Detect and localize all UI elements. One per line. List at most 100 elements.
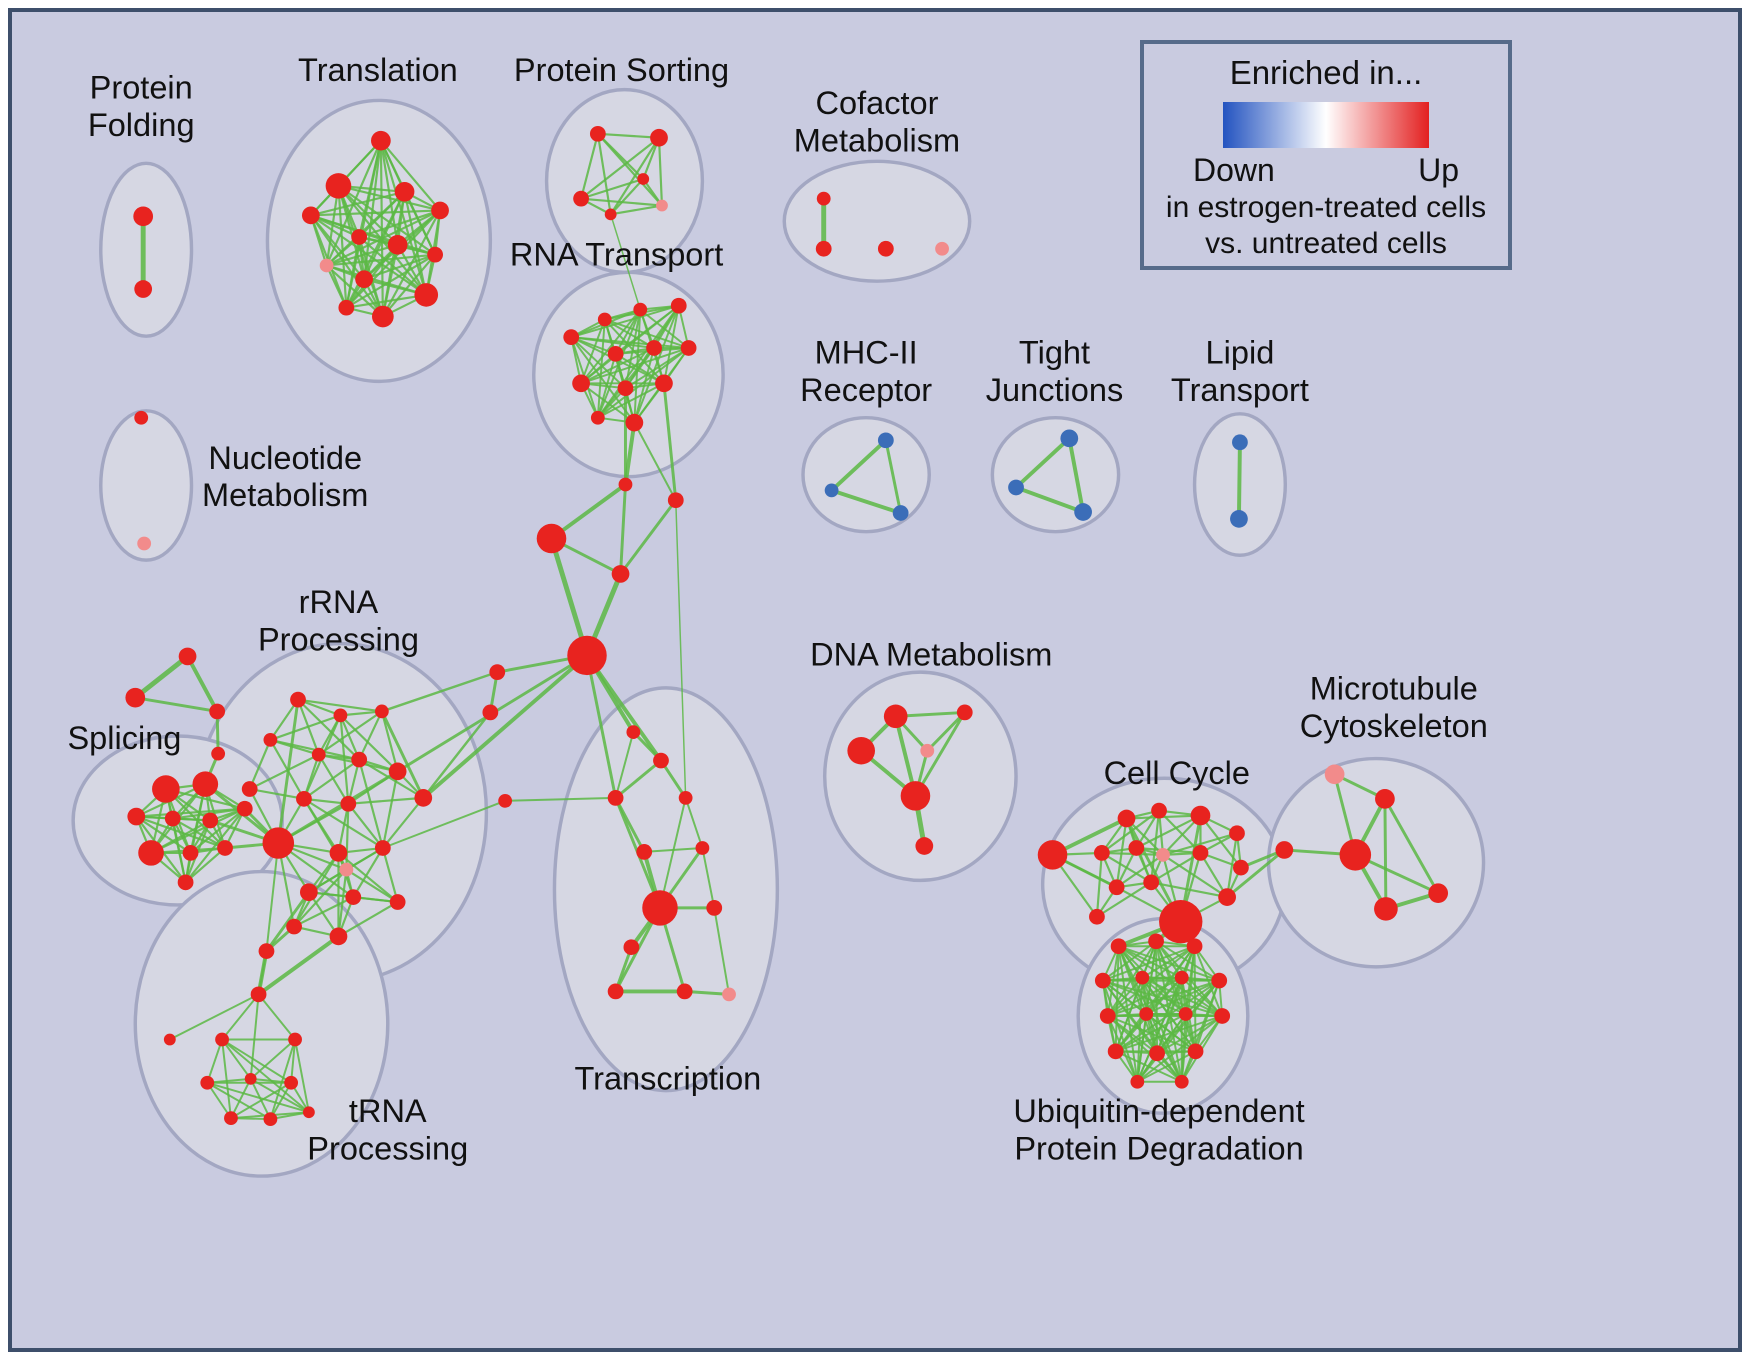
edge xyxy=(1145,1013,1183,1083)
edge xyxy=(659,796,687,909)
edge xyxy=(1101,945,1196,982)
node-rrna-processing-4 xyxy=(311,747,326,762)
node-ubiquitin-8 xyxy=(1139,1007,1154,1021)
node-protein-folding-1 xyxy=(134,280,153,298)
node-nucleotide-metabolism-0 xyxy=(134,410,149,425)
edge xyxy=(570,336,636,424)
edge xyxy=(1095,851,1103,918)
edge xyxy=(1136,1013,1148,1083)
node-trna-processing-5 xyxy=(244,1072,257,1085)
node-microtubule-4 xyxy=(1428,883,1449,903)
edge xyxy=(290,1038,297,1084)
layer-nodes xyxy=(125,125,1449,1126)
node-translation-11 xyxy=(338,299,355,316)
node-transcription-3 xyxy=(678,791,693,805)
edge xyxy=(337,851,399,904)
node-rrna-processing-12 xyxy=(374,840,391,856)
edge xyxy=(206,1081,310,1114)
edge xyxy=(221,1038,232,1120)
edge xyxy=(325,243,399,267)
edge xyxy=(184,807,246,884)
edge xyxy=(1014,436,1072,490)
edge xyxy=(596,382,665,419)
edge xyxy=(269,698,300,742)
node-rna-transport-8 xyxy=(617,380,634,397)
node-rrna-processing-2 xyxy=(374,704,389,719)
node-trna-processing-4 xyxy=(200,1075,215,1090)
cluster-ellipse-tight-junctions xyxy=(990,415,1121,534)
edge xyxy=(221,1038,293,1084)
edge xyxy=(381,846,399,904)
edge xyxy=(1114,1013,1187,1053)
node-cell-cycle-2 xyxy=(1151,802,1167,819)
edge xyxy=(1114,1014,1224,1053)
node-connectors-2 xyxy=(209,703,226,720)
edge xyxy=(379,139,442,212)
edge xyxy=(614,308,642,355)
node-protein-sorting-1 xyxy=(650,128,668,147)
edge xyxy=(276,769,400,845)
edge xyxy=(614,759,663,800)
edge xyxy=(380,670,499,713)
edge xyxy=(1095,881,1153,918)
legend-gradient-bar xyxy=(1223,102,1429,148)
node-trna-processing-9 xyxy=(302,1106,315,1119)
node-splicing-9 xyxy=(177,874,194,891)
edge xyxy=(1161,853,1229,899)
node-transcription-7 xyxy=(706,900,723,916)
node-microtubule-5 xyxy=(1374,897,1398,921)
edge xyxy=(309,214,428,296)
node-microtubule-1 xyxy=(1375,789,1395,809)
edge xyxy=(358,710,383,761)
node-lipid-transport-0 xyxy=(1232,434,1248,451)
node-rna-transport-3 xyxy=(670,297,687,314)
node-rrna-processing-11 xyxy=(329,844,348,862)
node-cell-cycle-14 xyxy=(1218,888,1236,906)
edge xyxy=(381,796,425,850)
node-cofactor-metabolism-1 xyxy=(815,240,832,257)
edge xyxy=(206,1081,232,1120)
node-microtubule-0 xyxy=(1324,764,1345,785)
node-tight-junctions-1 xyxy=(1008,479,1024,496)
edge xyxy=(149,807,246,854)
edge xyxy=(1101,979,1139,1083)
edge xyxy=(257,993,297,1041)
node-rrna-processing-19 xyxy=(414,789,433,807)
edge xyxy=(358,758,425,799)
edge xyxy=(345,253,437,309)
edge xyxy=(422,711,492,800)
node-connectors-6 xyxy=(536,523,567,554)
node-trna-processing-6 xyxy=(284,1075,299,1090)
edge xyxy=(381,770,399,850)
node-protein-sorting-2 xyxy=(573,190,589,207)
node-mhc-ii-receptor-0 xyxy=(877,432,894,449)
cluster-label-rna-transport: RNA Transport xyxy=(510,237,723,273)
node-dna-metabolism-1 xyxy=(956,704,973,721)
node-translation-9 xyxy=(414,283,439,307)
edge xyxy=(379,139,428,296)
edge xyxy=(337,184,442,212)
node-splicing-1 xyxy=(192,771,219,797)
edge xyxy=(168,993,260,1041)
edge xyxy=(1383,797,1440,895)
node-cofactor-metabolism-3 xyxy=(935,241,949,256)
node-trna-processing-0 xyxy=(258,943,275,959)
node-protein-sorting-5 xyxy=(656,199,668,212)
node-rrna-processing-13 xyxy=(299,883,318,902)
edge xyxy=(347,796,425,805)
edge xyxy=(1106,979,1221,1017)
edge xyxy=(325,264,384,318)
node-dna-metabolism-2 xyxy=(847,736,875,765)
edge xyxy=(619,498,678,576)
node-cell-cycle-10 xyxy=(1108,879,1125,896)
edge xyxy=(1100,809,1161,854)
edge xyxy=(580,346,656,385)
node-cell-cycle-12 xyxy=(1159,900,1203,944)
node-translation-12 xyxy=(427,246,444,263)
legend-down-label: Down xyxy=(1193,152,1275,188)
edge xyxy=(296,698,361,761)
node-rrna-processing-3 xyxy=(263,733,278,747)
edge xyxy=(504,796,617,802)
node-translation-3 xyxy=(394,181,415,202)
